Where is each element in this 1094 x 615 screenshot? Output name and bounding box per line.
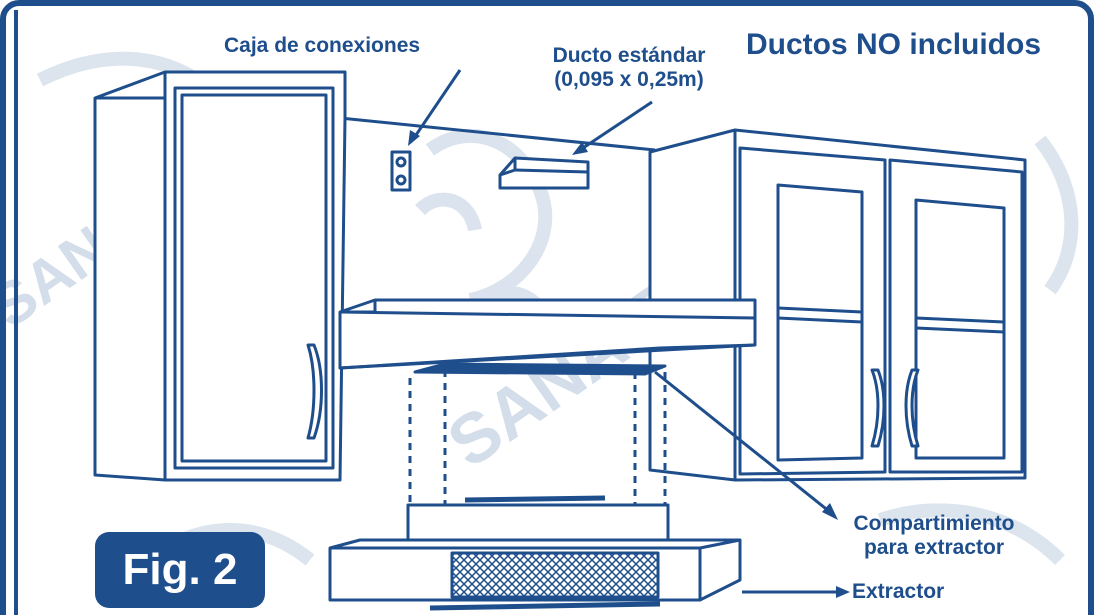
wall-top-edge	[339, 116, 656, 152]
extractor-opening	[413, 362, 667, 376]
label-compartment-line1: Compartimiento	[853, 512, 1015, 535]
label-standard-duct-line1: Ducto estándar	[552, 44, 706, 67]
label-junction-box: Caja de conexiones	[224, 34, 421, 57]
arrowheads	[408, 130, 850, 598]
figure-badge: Fig. 2	[95, 532, 265, 608]
label-ducts-not-included: Ductos NO incluidos	[746, 28, 1042, 61]
standard-duct	[498, 156, 590, 190]
label-standard-duct: Ducto estándar (0,095 x 0,25m)	[528, 44, 730, 92]
pointer-lines	[412, 69, 840, 594]
compartment-dashed-lines	[408, 370, 667, 505]
label-standard-duct-line2: (0,095 x 0,25m)	[554, 68, 704, 91]
right-cabinet	[648, 128, 1027, 482]
label-compartment: Compartimiento para extractor	[836, 512, 1032, 560]
extractor-unit	[328, 495, 742, 611]
left-cabinet	[93, 70, 347, 482]
label-compartment-line2: para extractor	[863, 536, 1005, 559]
hood-chimney	[338, 298, 757, 370]
label-extractor: Extractor	[852, 580, 945, 603]
junction-box	[390, 150, 412, 192]
